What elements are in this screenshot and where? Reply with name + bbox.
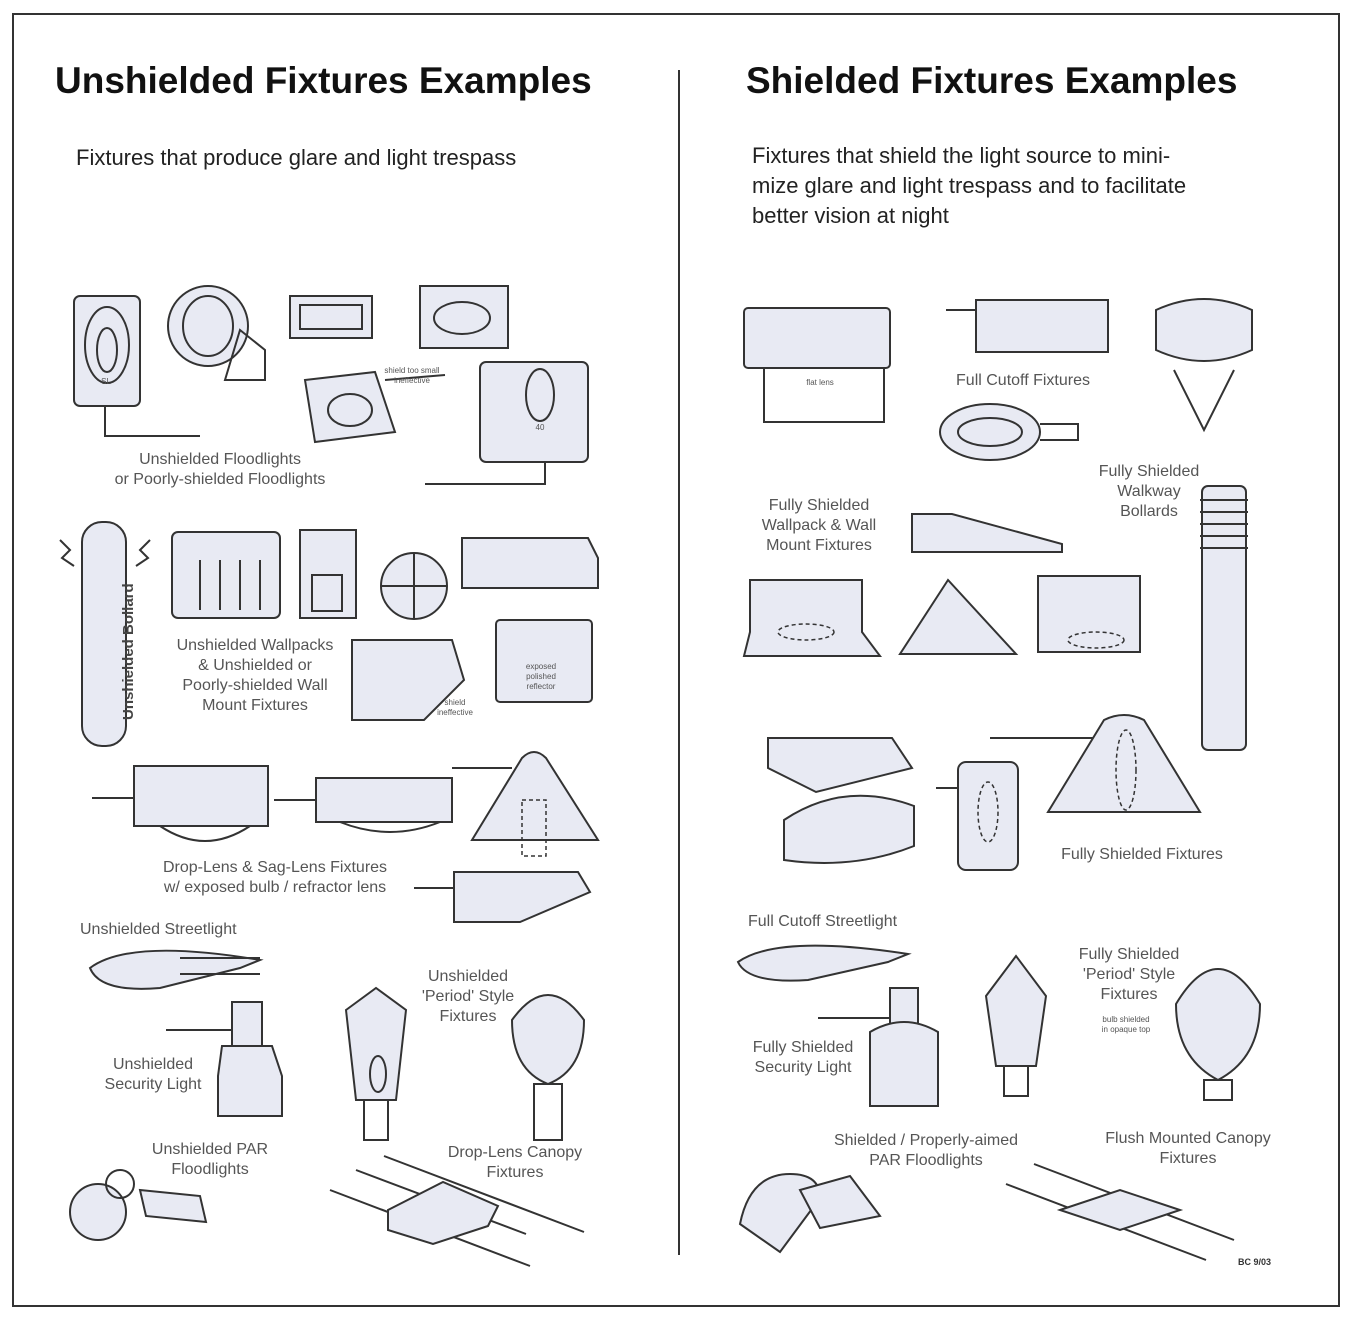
label-unshielded-security: Unshielded Security Light: [104, 1056, 202, 1093]
fully-shielded-fixture-2: [783, 794, 915, 864]
shield-too-small-note: shield too small ineffective: [384, 366, 440, 385]
right-panel-title: Shielded Fixtures Examples: [746, 60, 1238, 101]
label-fully-shielded-wallpack: Fully Shielded Wallpack & Wall Mount Fix…: [761, 497, 877, 554]
fully-shielded-wallpack-4: [1037, 575, 1141, 653]
label-drop-lens-canopy: Drop-Lens Canopy Fixtures: [447, 1144, 583, 1181]
left-panel-subtitle: Fixtures that produce glare and light tr…: [76, 145, 517, 170]
fully-shielded-wallpack-2: [742, 579, 882, 657]
fully-shielded-security-light: [818, 987, 939, 1107]
label-drop-lens-fixtures: Drop-Lens & Sag-Lens Fixtures w/ exposed…: [162, 859, 388, 896]
document-code: BC 9/03: [1238, 1257, 1272, 1267]
left-panel-title: Unshielded Fixtures Examples: [55, 60, 592, 101]
full-cutoff-fixture-1: [946, 299, 1109, 353]
label-unshielded-floodlights: Unshielded Floodlights or Poorly-shielde…: [114, 451, 326, 488]
drop-lens-fixture-3: [452, 751, 600, 857]
label-unshielded-period: Unshielded 'Period' Style Fixtures: [421, 968, 515, 1025]
label-flush-canopy: Flush Mounted Canopy Fixtures: [1105, 1130, 1271, 1167]
label-full-cutoff-streetlight: Full Cutoff Streetlight: [748, 913, 898, 930]
right-panel-subtitle: Fixtures that shield the light source to…: [752, 143, 1187, 228]
label-fully-shielded-security: Fully Shielded Security Light: [752, 1039, 854, 1076]
fully-shielded-fixture-1: [767, 737, 914, 794]
flat-lens-note: flat lens: [806, 378, 834, 387]
fully-shielded-wallpack-3: [898, 578, 1019, 655]
label-unshielded-streetlight: Unshielded Streetlight: [80, 921, 237, 938]
drop-lens-fixture-4: [414, 871, 592, 923]
unshielded-wallpack-5: [351, 639, 466, 721]
exposed-reflector-note: exposed polished reflector: [525, 662, 557, 691]
flush-mounted-canopy: [1005, 1163, 1235, 1261]
unshielded-streetlight: [88, 949, 264, 990]
label-unshielded-bollard: Unshielded Bollard: [120, 583, 137, 720]
unshielded-wallpack-2: [299, 529, 357, 619]
full-cutoff-streetlight: [736, 944, 912, 982]
drop-lens-fixture-1: [92, 765, 269, 842]
unshielded-period-fixture-2: [510, 994, 586, 1141]
unshielded-floodlight-5: [303, 370, 446, 444]
unshielded-bollard: [59, 521, 151, 747]
unshielded-security-light: [166, 1001, 283, 1117]
fully-shielded-fixture-3: [936, 761, 1019, 871]
panel-divider: [678, 70, 680, 1255]
shielded-par-floodlight: [738, 1172, 882, 1254]
unshielded-wallpack-1: [171, 531, 281, 619]
unshielded-floodlight-3: [289, 295, 373, 339]
wattage-badge: 40: [535, 423, 545, 432]
full-cutoff-fixture-3: [1155, 298, 1253, 433]
unshielded-floodlight-2: [167, 285, 266, 381]
sl-badge: SL: [101, 377, 111, 386]
bulb-shielded-note: bulb shielded in opaque top: [1101, 1015, 1151, 1034]
label-unshielded-wallpacks: Unshielded Wallpacks & Unshielded or Poo…: [176, 637, 334, 714]
drop-lens-fixture-2: [274, 777, 453, 833]
label-walkway-bollards: Fully Shielded Walkway Bollards: [1098, 463, 1200, 520]
unshielded-wallpack-6: [495, 619, 593, 703]
unshielded-period-fixture-1: [344, 986, 408, 1141]
unshielded-wallpack-4: [461, 537, 599, 589]
full-cutoff-fixture-2: [939, 403, 1079, 461]
unshielded-floodlight-6: [425, 361, 589, 485]
fully-shielded-wallpack-1: [911, 513, 1063, 553]
fully-shielded-period-fixture-1: [984, 954, 1048, 1097]
fully-shielded-walkway-bollard: [1200, 485, 1248, 751]
unshielded-wallpack-3: [380, 552, 448, 620]
diagram-frame: [12, 13, 1340, 1307]
label-unshielded-par: Unshielded PAR Floodlights: [151, 1141, 269, 1178]
fully-shielded-period-fixture-2: [1174, 968, 1262, 1101]
drop-lens-canopy: [329, 1155, 585, 1267]
fully-shielded-fixture-4: [990, 714, 1202, 813]
unshielded-floodlight-4: [419, 285, 509, 349]
shielded-flat-lens-fixture: [743, 307, 891, 423]
label-fully-shielded-period: Fully Shielded 'Period' Style Fixtures: [1078, 946, 1180, 1003]
label-shielded-par: Shielded / Properly-aimed PAR Floodlight…: [833, 1132, 1019, 1169]
label-fully-shielded-fixtures: Fully Shielded Fixtures: [1061, 846, 1223, 863]
unshielded-floodlight-1: [73, 295, 200, 437]
label-full-cutoff: Full Cutoff Fixtures: [956, 372, 1090, 389]
shield-ineffective-note: shield ineffective: [437, 698, 473, 717]
unshielded-par-floodlight: [69, 1169, 208, 1241]
